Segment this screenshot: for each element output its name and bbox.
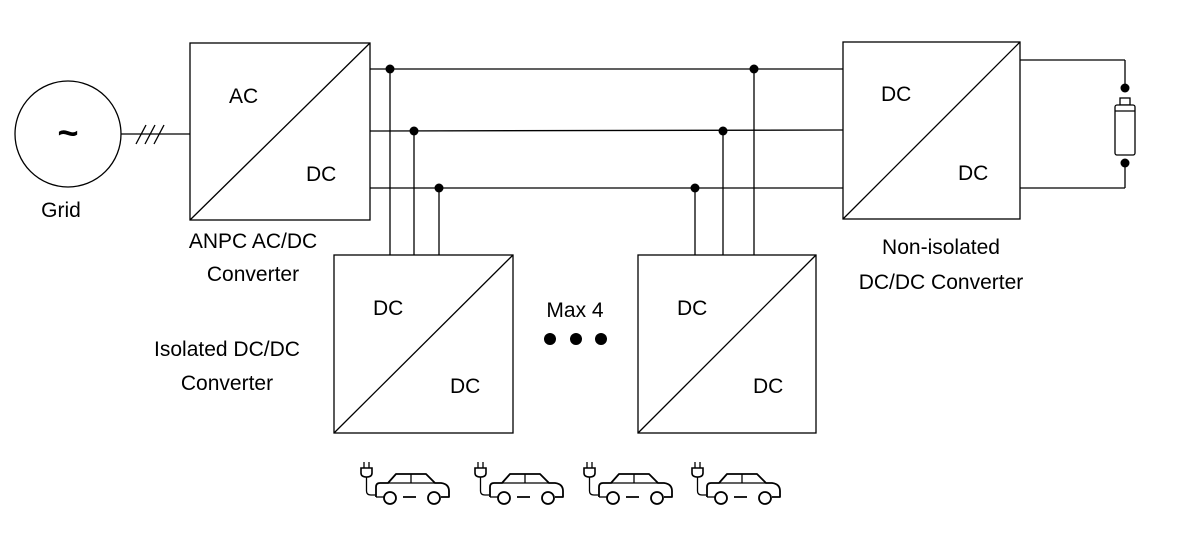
non-isolated-top-label: DC [881, 83, 911, 106]
ellipsis-dots [544, 333, 607, 345]
anpc-caption-line2: Converter [207, 263, 299, 286]
isolated-right-top-label: DC [677, 297, 707, 320]
max-count-label: Max 4 [546, 299, 604, 322]
non-isolated-converter: DC DC Non-isolated DC/DC Converter [842, 41, 1024, 294]
isolated-left-top-label: DC [373, 297, 403, 320]
isolated-converter-right: DC DC [637, 254, 817, 434]
dc-bus-mid [369, 129, 844, 132]
car-icon [583, 461, 673, 505]
junction-dot [718, 126, 728, 136]
junction-dot [434, 183, 444, 193]
junction-dot [690, 183, 700, 193]
junction-dot [385, 64, 395, 74]
car-icon [360, 461, 450, 505]
isolated-caption-line1: Isolated DC/DC [154, 338, 300, 361]
junction-dot [749, 64, 759, 74]
anpc-converter: AC DC ANPC AC/DC Converter [189, 42, 371, 286]
grid-source: ~ Grid [14, 80, 122, 222]
isolated-caption-line2: Converter [181, 372, 273, 395]
battery-branch [1020, 59, 1136, 189]
non-isolated-caption-line1: Non-isolated [882, 236, 1000, 259]
car-icon [474, 461, 564, 505]
non-isolated-caption-line2: DC/DC Converter [859, 271, 1024, 294]
dc-bus [369, 64, 844, 255]
anpc-bottom-label: DC [306, 163, 336, 186]
isolated-left-bottom-label: DC [450, 375, 480, 398]
three-phase-link [121, 124, 190, 145]
isolated-right-bottom-label: DC [753, 375, 783, 398]
grid-label: Grid [41, 199, 81, 222]
battery-icon [1114, 97, 1136, 156]
ac-symbol: ~ [57, 112, 78, 153]
anpc-caption-line1: ANPC AC/DC [189, 230, 317, 253]
vehicle-row [360, 461, 781, 505]
non-isolated-bottom-label: DC [958, 162, 988, 185]
car-icon [691, 461, 781, 505]
anpc-top-label: AC [229, 85, 258, 108]
isolated-converter-left: DC DC [333, 254, 514, 434]
junction-dot [409, 126, 419, 136]
